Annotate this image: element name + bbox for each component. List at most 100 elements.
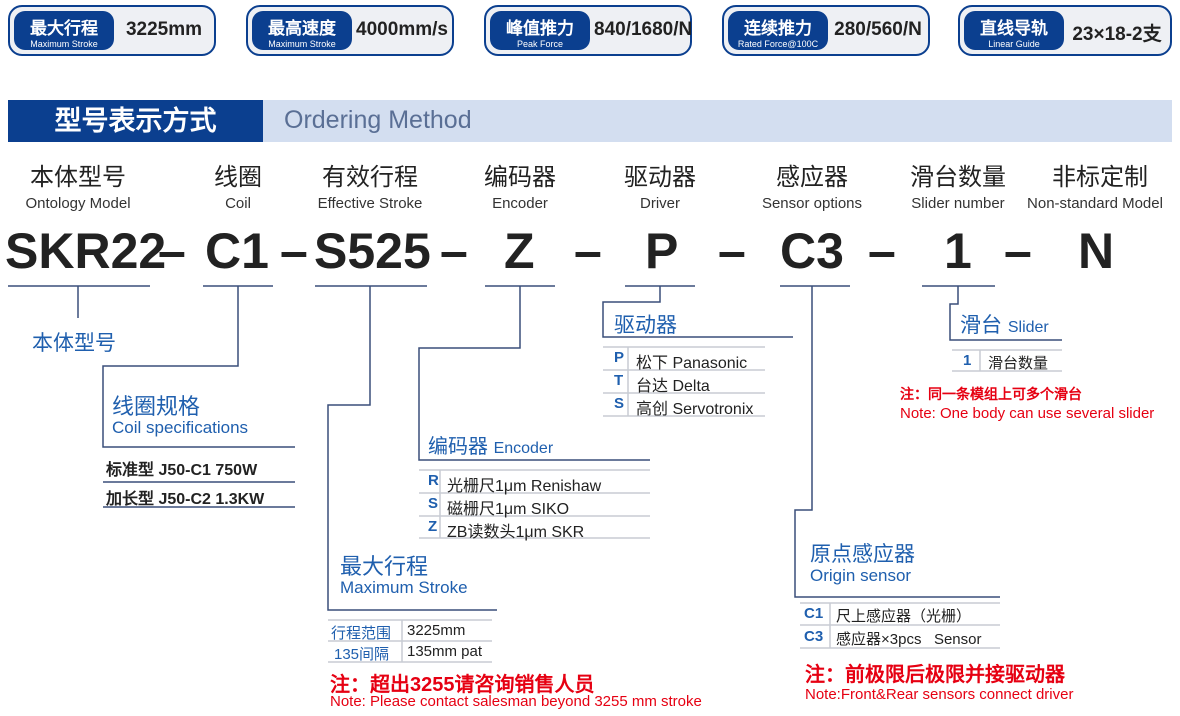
- sensor-option: 尺上感应器（光栅）: [836, 608, 972, 625]
- column-sublabel: Ontology Model: [25, 195, 131, 212]
- code-dash: –: [868, 223, 896, 279]
- code-body: SKR22: [5, 223, 167, 279]
- coil-item: 加长型 J50-C2 1.3KW: [106, 491, 265, 508]
- column-sublabel: Encoder: [492, 195, 548, 212]
- badge-value: 4000mm/s: [356, 19, 448, 40]
- column-label: 编码器: [484, 164, 556, 191]
- badge-sublabel: Maximum Stroke: [268, 39, 336, 49]
- slider-note-en: Note: One body can use several slider: [900, 405, 1155, 422]
- slider-code: 1: [963, 352, 972, 369]
- stroke-row-key: 行程范围: [331, 625, 392, 642]
- encoder-title-en: Encoder: [493, 440, 554, 457]
- driver-title: 驱动器: [614, 314, 677, 337]
- badge-value: 23×18-2支: [1072, 24, 1162, 45]
- column-label: 本体型号: [30, 164, 126, 191]
- driver-code: T: [614, 372, 624, 389]
- sensor-subtitle: Origin sensor: [810, 566, 912, 585]
- sensor-option: 感应器×3pcs Sensor: [836, 631, 982, 648]
- code-sensor: C3: [780, 223, 844, 279]
- column-sublabel: Effective Stroke: [317, 195, 423, 212]
- connector-stroke: [327, 286, 497, 611]
- badge-sublabel: Maximum Stroke: [30, 39, 98, 49]
- column-sublabel: Slider number: [911, 195, 1005, 212]
- driver-option: 台达 Delta: [636, 378, 710, 395]
- badge-sublabel: Peak Force: [516, 39, 564, 49]
- connector-sensor: [794, 286, 1000, 598]
- column-sublabel: Non-standard Model: [1027, 195, 1163, 212]
- code-dash: –: [574, 223, 602, 279]
- section-title: 型号表示方式: [8, 100, 263, 142]
- badge-label: 连续推力: [744, 19, 812, 38]
- code-driver: P: [645, 223, 679, 279]
- connector-encoder: [418, 286, 650, 461]
- driver-option: 松下 Panasonic: [636, 355, 748, 372]
- slider-title-en: Slider: [1007, 319, 1049, 336]
- driver-code: P: [614, 349, 625, 366]
- code-coil: C1: [205, 223, 269, 279]
- column-label: 滑台数量: [910, 164, 1006, 191]
- code-dash: –: [718, 223, 746, 279]
- sensor-title: 原点感应器: [810, 543, 915, 566]
- coil-title: 线圈规格: [112, 394, 201, 419]
- code-dash: –: [158, 223, 186, 279]
- code-dash: –: [280, 223, 308, 279]
- badge-label: 峰值推力: [506, 19, 574, 38]
- slider-option: 滑台数量: [988, 355, 1049, 372]
- coil-subtitle: Coil specifications: [112, 418, 249, 437]
- code-dash: –: [1004, 223, 1032, 279]
- encoder-option: 光栅尺1μm Renishaw: [447, 478, 602, 495]
- stroke-row-value: 135mm pat: [407, 643, 483, 660]
- driver-option: 高创 Servotronix: [636, 401, 754, 418]
- encoder-code: R: [428, 472, 439, 489]
- coil-item: 标准型 J50-C1 750W: [106, 462, 258, 479]
- encoder-title: 编码器 Encoder: [428, 430, 553, 459]
- connector-coil: [102, 286, 295, 448]
- badge-sublabel: Rated Force@100C: [737, 39, 819, 49]
- sensor-code: C3: [804, 628, 824, 645]
- column-label: 非标定制: [1052, 164, 1148, 191]
- stroke-title: 最大行程: [340, 554, 429, 579]
- encoder-option: ZB读数头1μm SKR: [447, 524, 585, 541]
- stroke-row-value: 3225mm: [407, 622, 466, 639]
- stroke-note-zh: 注：超出3255请咨询销售人员: [330, 674, 595, 696]
- section-subtitle: Ordering Method: [284, 106, 472, 134]
- column-sublabel: Coil: [225, 195, 251, 212]
- encoder-code: Z: [428, 518, 438, 535]
- stroke-row-key: 135间隔: [334, 646, 390, 663]
- badge-value: 3225mm: [125, 19, 203, 40]
- column-sublabel: Driver: [640, 195, 680, 212]
- encoder-title-zh: 编码器: [428, 436, 488, 458]
- connector-driver: [602, 286, 793, 338]
- slider-title-zh: 滑台: [960, 314, 1002, 337]
- code-dash: –: [440, 223, 468, 279]
- badge-label: 最高速度: [268, 19, 336, 38]
- column-label: 有效行程: [322, 164, 418, 191]
- code-slider: 1: [944, 223, 972, 279]
- badge-label: 最大行程: [30, 19, 98, 38]
- stroke-note-en: Note: Please contact salesman beyond 325…: [330, 693, 702, 710]
- badge-label: 直线导轨: [980, 19, 1048, 38]
- sensor-code: C1: [804, 605, 824, 622]
- slider-title: 滑台 Slider: [960, 309, 1049, 339]
- header-band: [263, 100, 1172, 142]
- badge-value: 840/1680/N: [594, 19, 693, 40]
- badge-sublabel: Linear Guide: [988, 39, 1040, 49]
- sensor-note-zh: 注：前极限后极限并接驱动器: [805, 664, 1065, 686]
- code-custom: N: [1078, 223, 1115, 279]
- sensor-note-en: Note:Front&Rear sensors connect driver: [805, 686, 1074, 703]
- slider-note-zh: 注：同一条模组上可多个滑台: [900, 386, 1082, 402]
- encoder-option: 磁栅尺1μm SIKO: [447, 501, 570, 518]
- connector-slider: [949, 286, 1062, 341]
- code-stroke: S525: [314, 223, 431, 279]
- stroke-subtitle: Maximum Stroke: [340, 578, 468, 597]
- code-encoder: Z: [504, 223, 535, 279]
- column-label: 线圈: [214, 164, 262, 191]
- column-label: 感应器: [776, 164, 848, 191]
- driver-code: S: [614, 395, 625, 412]
- column-label: 驱动器: [624, 164, 696, 191]
